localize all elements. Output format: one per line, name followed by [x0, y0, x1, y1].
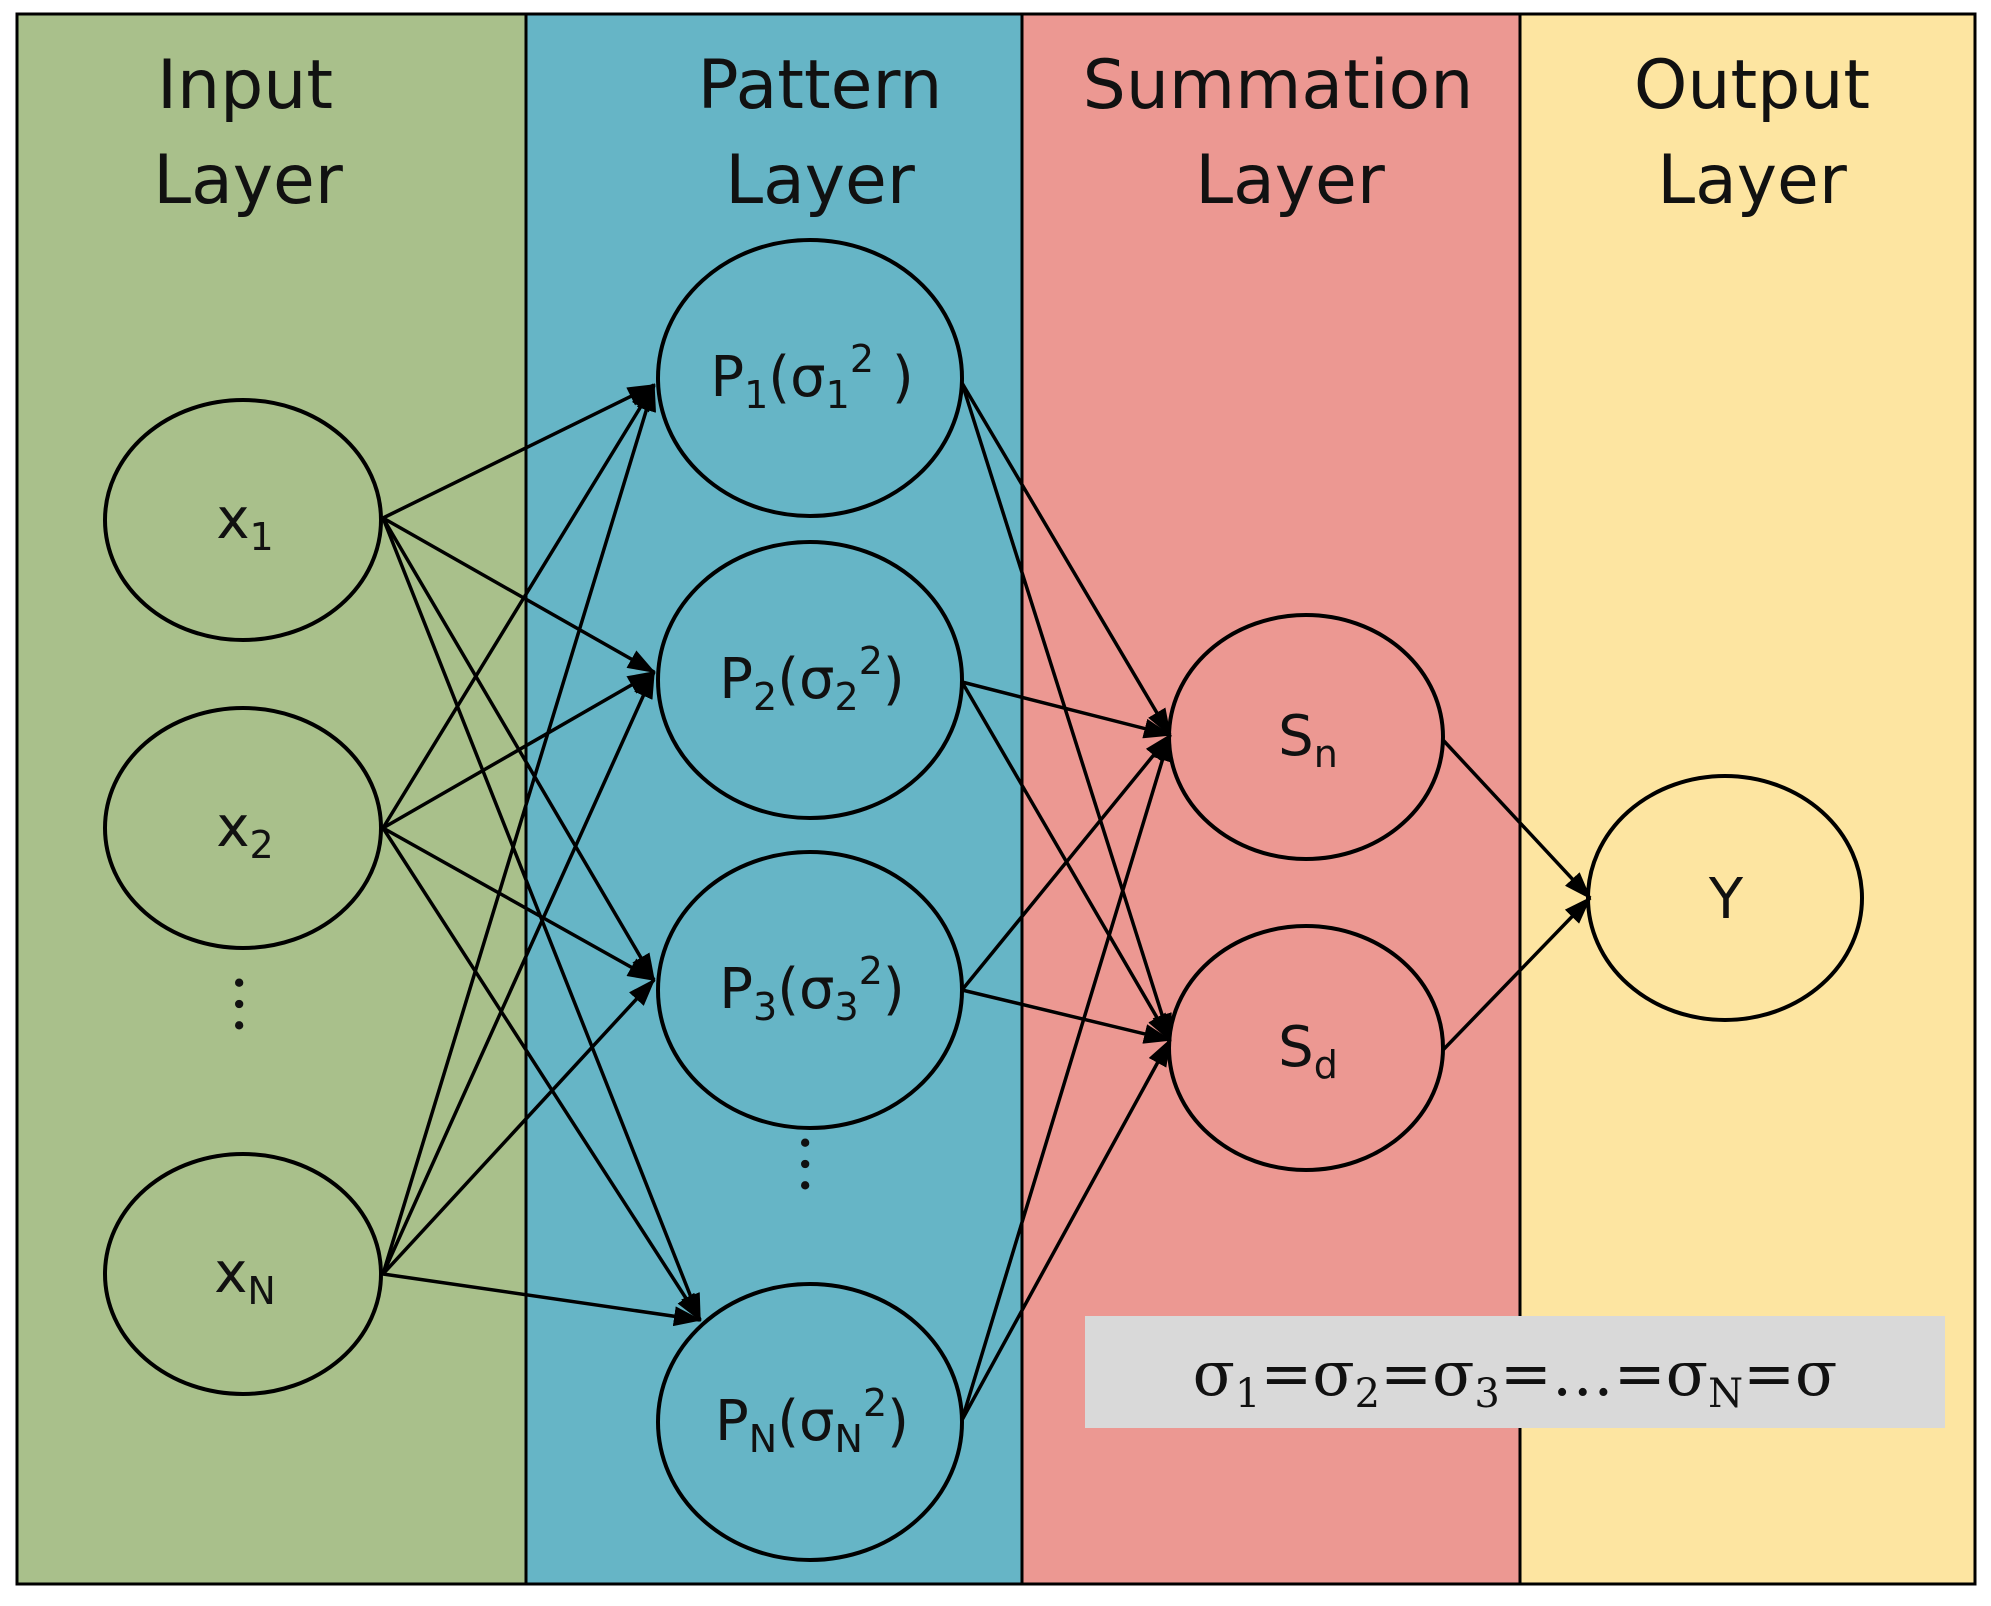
node-sd-label: Sd [1278, 1015, 1338, 1087]
node-p2-circle [656, 540, 964, 820]
node-sn: Sn [1167, 613, 1445, 861]
node-x1-label: x1 [216, 487, 273, 559]
node-p1: P1(σ12 ) [656, 238, 964, 518]
pattern-ellipsis: … [786, 1132, 860, 1196]
connection-x1-p2 [382, 516, 656, 674]
node-y-label: Y [1708, 867, 1744, 932]
sigma-equality-equation: σ1=σ2=σ3=…=σN=σ [1193, 1337, 1838, 1417]
node-p2-label: P2(σ22) [719, 639, 905, 719]
connection-p3-sn [960, 733, 1172, 992]
connection-p2-sn [961, 680, 1172, 739]
node-x1-circle [103, 398, 383, 642]
node-p3-label: P3(σ32) [719, 949, 905, 1029]
summation-layer-title-line2: Layer [1195, 141, 1385, 220]
connection-pN-sn [960, 733, 1173, 1421]
pattern-layer-panel [524, 12, 1024, 1586]
connection-p3-sd [961, 988, 1172, 1044]
connection-x2-p3 [382, 826, 656, 982]
node-p1-label: P1(σ12 ) [710, 337, 913, 417]
summation-to-output-connections [1441, 738, 1592, 1052]
connection-x2-p2 [382, 670, 656, 830]
node-p3-circle [656, 850, 964, 1130]
connection-xN-p3 [381, 978, 656, 1276]
connection-xN-p1 [381, 383, 656, 1275]
node-y-circle [1586, 774, 1864, 1022]
input-layer-title-line2: Layer [153, 141, 343, 220]
connection-sn-y [1441, 738, 1592, 900]
equation-box [1085, 1316, 1945, 1428]
node-sd-circle [1167, 924, 1445, 1172]
pattern-layer-title-line2: Layer [725, 141, 915, 220]
pattern-layer-title-line1: Pattern [698, 46, 943, 125]
connection-p1-sd [960, 382, 1172, 1042]
summation-layer-title-line1: Summation [1083, 46, 1474, 125]
connection-p1-sn [960, 382, 1172, 737]
node-x1: x1 [103, 398, 383, 642]
node-x2: x2 [103, 706, 383, 950]
node-pN-label: PN(σN2) [715, 1381, 909, 1461]
node-p3: P3(σ32) [656, 850, 964, 1130]
connection-xN-p2 [381, 670, 656, 1275]
connection-sd-y [1441, 896, 1592, 1052]
connection-x2-pN [381, 827, 702, 1322]
node-xN: xN [103, 1152, 383, 1396]
node-sn-label: Sn [1278, 704, 1338, 776]
input-layer-panel [15, 12, 528, 1586]
node-y: Y [1586, 774, 1864, 1022]
node-p1-circle [656, 238, 964, 518]
node-pN: PN(σN2) [656, 1282, 964, 1562]
connection-x1-p1 [382, 383, 656, 520]
output-layer-title-line1: Output [1634, 46, 1870, 125]
connection-pN-sd [960, 1038, 1172, 1421]
node-sd: Sd [1167, 924, 1445, 1172]
node-x2-circle [103, 706, 383, 950]
connection-xN-pN [382, 1272, 702, 1327]
input-to-pattern-connections [381, 383, 702, 1327]
node-xN-circle [103, 1152, 383, 1396]
connection-x2-p1 [381, 383, 656, 829]
pattern-to-summation-connections [960, 382, 1173, 1421]
node-pN-circle [656, 1282, 964, 1562]
input-ellipsis: … [220, 972, 294, 1036]
node-p2: P2(σ22) [656, 540, 964, 820]
input-layer-title-line1: Input [157, 46, 333, 125]
node-xN-label: xN [214, 1241, 276, 1313]
output-layer-title-line2: Layer [1657, 141, 1847, 220]
node-x2-label: x2 [216, 795, 273, 867]
node-sn-circle [1167, 613, 1445, 861]
